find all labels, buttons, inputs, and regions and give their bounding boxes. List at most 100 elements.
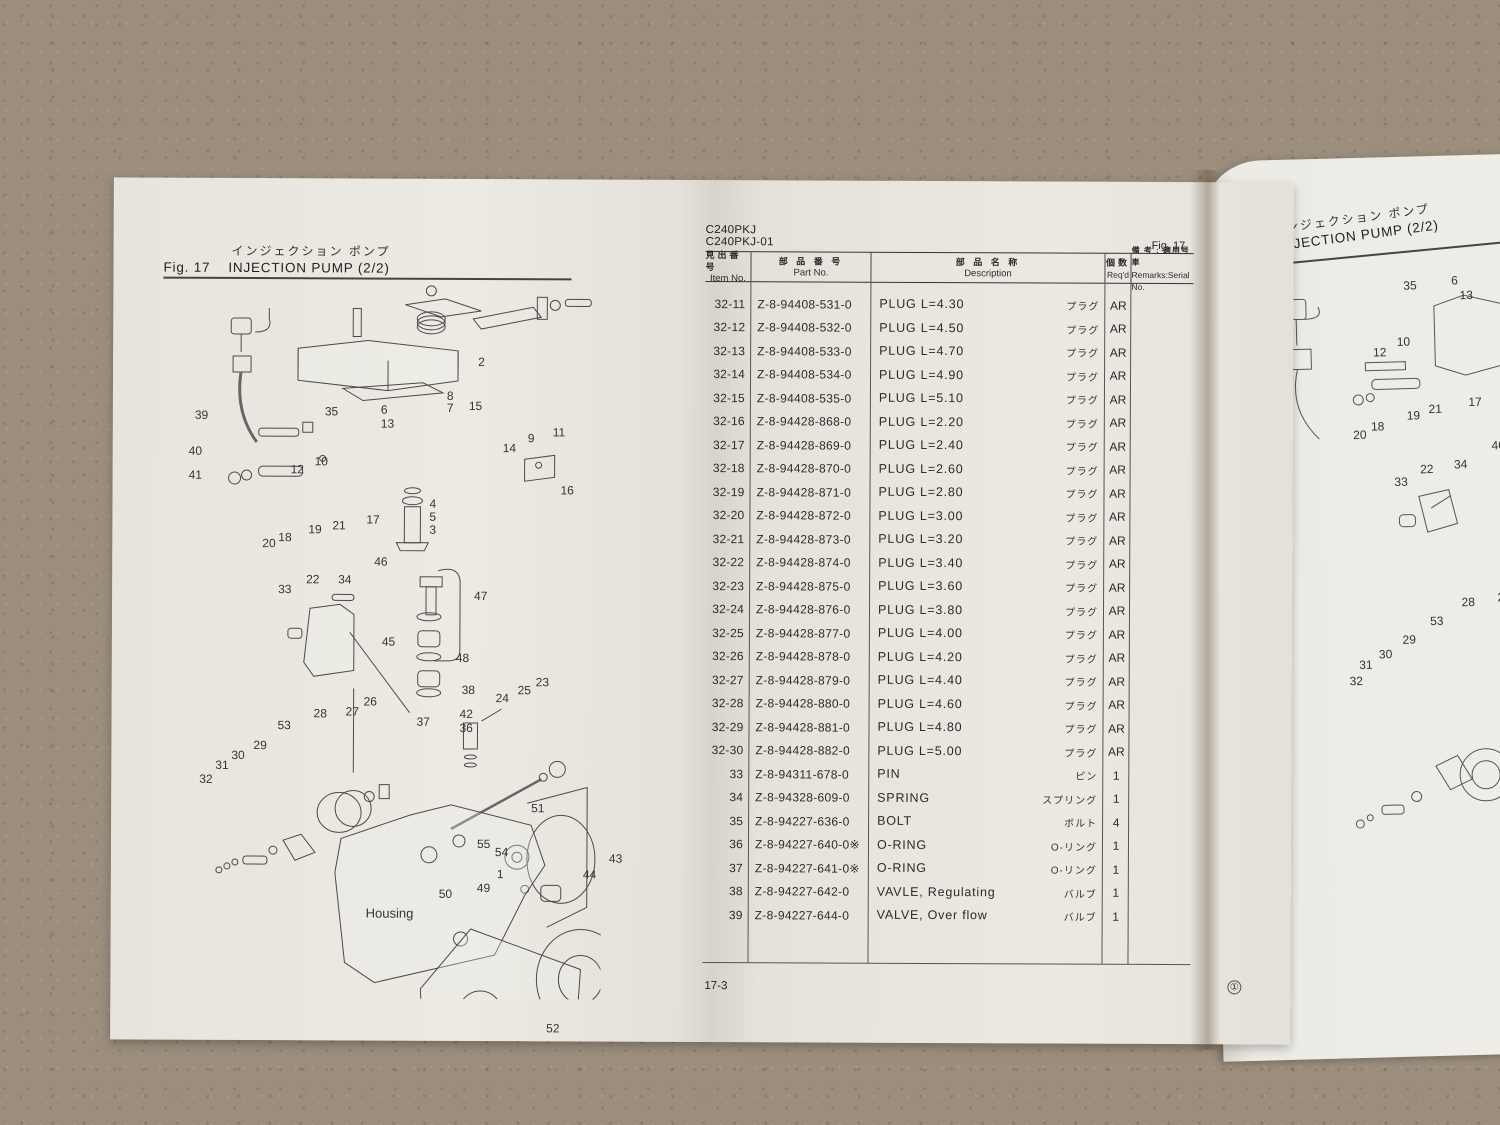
description-en: PLUG L=3.80 (877, 602, 963, 617)
description: PLUG L=3.60 プラグ (870, 579, 1104, 595)
part-number: Z-8-94227-636-0 (755, 813, 850, 829)
description-en: PLUG L=4.30 (879, 297, 965, 312)
description-en: PLUG L=5.10 (878, 391, 964, 406)
next-page-callout: 20 (1353, 427, 1367, 443)
header-item-no: 見出番号 Item No. (705, 250, 752, 284)
item-number: 32-21 (712, 531, 745, 546)
item-number: 32-23 (712, 578, 745, 593)
description-en: PLUG L=2.20 (878, 414, 964, 429)
part-number: Z-8-94408-533-0 (757, 343, 852, 359)
description-en: BOLT (877, 814, 913, 829)
description-en: PLUG L=3.00 (878, 508, 964, 523)
callout-18: 18 (278, 530, 292, 545)
item-number: 32-14 (713, 367, 746, 382)
item-number: 32-19 (712, 484, 745, 499)
description-en: VAVLE, Regulating (876, 884, 996, 900)
description-en: PLUG L=4.00 (877, 626, 963, 641)
description-jp: プラグ (1064, 630, 1098, 642)
description-jp: プラグ (1065, 466, 1099, 478)
callout-33: 33 (278, 582, 292, 597)
figure-header: インジェクション ポンプ Fig. 17 INJECTION PUMP (2/2… (163, 242, 573, 280)
part-number: Z-8-94428-880-0 (755, 696, 851, 711)
description-en: PLUG L=3.40 (878, 555, 964, 570)
quantity-required: AR (1109, 345, 1127, 360)
callout-50: 50 (438, 886, 453, 901)
item-number: 32-20 (712, 508, 745, 523)
description-jp: プラグ (1064, 607, 1099, 619)
next-page-callout: 33 (1394, 474, 1408, 490)
part-number: Z-8-94227-642-0 (754, 884, 850, 899)
item-number: 38 (728, 884, 743, 899)
header-part-no: 部 品 番 号 Part No. (751, 252, 872, 282)
callout-16: 16 (560, 483, 574, 498)
item-number: 32-11 (714, 296, 746, 311)
description-en: PLUG L=4.50 (879, 320, 965, 335)
description: VAVLE, Regulating バルブ (869, 884, 1103, 901)
callout-15: 15 (468, 398, 483, 414)
callout-38: 38 (461, 682, 476, 698)
description-jp: プラグ (1065, 583, 1099, 595)
model-code: C240PKJ-01 (705, 236, 774, 249)
description-en: O-RING (876, 837, 927, 852)
callout-20: 20 (262, 536, 276, 551)
quantity-required: AR (1108, 604, 1126, 619)
quantity-required: AR (1109, 322, 1127, 337)
part-number: Z-8-94408-531-0 (757, 296, 852, 312)
description-jp: ピン (1075, 771, 1098, 783)
quantity-required: AR (1109, 369, 1127, 384)
part-number: Z-8-94428-871-0 (756, 484, 852, 500)
quantity-required: AR (1109, 416, 1127, 431)
description-jp: プラグ (1065, 419, 1099, 431)
description-en: PLUG L=3.60 (878, 579, 964, 594)
figure-name: INJECTION PUMP (2/2) (228, 259, 390, 276)
item-number: 32-18 (712, 461, 745, 476)
callout-54: 54 (494, 845, 509, 860)
description-en: PLUG L=2.40 (878, 438, 964, 453)
next-page-callout: 10 (1396, 334, 1411, 349)
callout-31: 31 (215, 757, 229, 772)
description-en: PLUG L=4.40 (877, 673, 963, 688)
quantity-required: AR (1108, 651, 1126, 666)
description-en: PLUG L=5.00 (877, 743, 963, 758)
next-page-callout: 28 (1461, 594, 1476, 610)
next-page-callout: 6 (1451, 273, 1459, 288)
parts-list-table: 見出番号 Item No. 部 品 番 号 Part No. 部 品 名 称 D… (702, 245, 1194, 966)
model-code: C240PKJ (705, 224, 757, 237)
callout-4: 4 (429, 496, 437, 511)
callout-1: 1 (496, 867, 504, 882)
next-page-callout: 34 (1453, 457, 1468, 472)
callout-19: 19 (308, 522, 322, 537)
callout-42: 42 (459, 706, 473, 722)
description-jp: バルブ (1063, 889, 1097, 901)
quantity-required: AR (1109, 510, 1126, 525)
description: PLUG L=4.00 プラグ (870, 626, 1104, 642)
part-number: Z-8-94428-881-0 (755, 719, 851, 735)
callout-37: 37 (416, 714, 430, 729)
next-page-exploded-diagram (1283, 294, 1500, 829)
next-page-callout: 46 (1491, 438, 1500, 453)
quantity-required: AR (1109, 392, 1127, 407)
next-page: インジェクション ポンプ INJECTION PUMP (2/2) Fig. 1… (1200, 153, 1500, 1062)
quantity-required: AR (1109, 486, 1126, 501)
description-jp: O-リング (1050, 865, 1097, 877)
description-en: PLUG L=3.20 (878, 532, 964, 547)
